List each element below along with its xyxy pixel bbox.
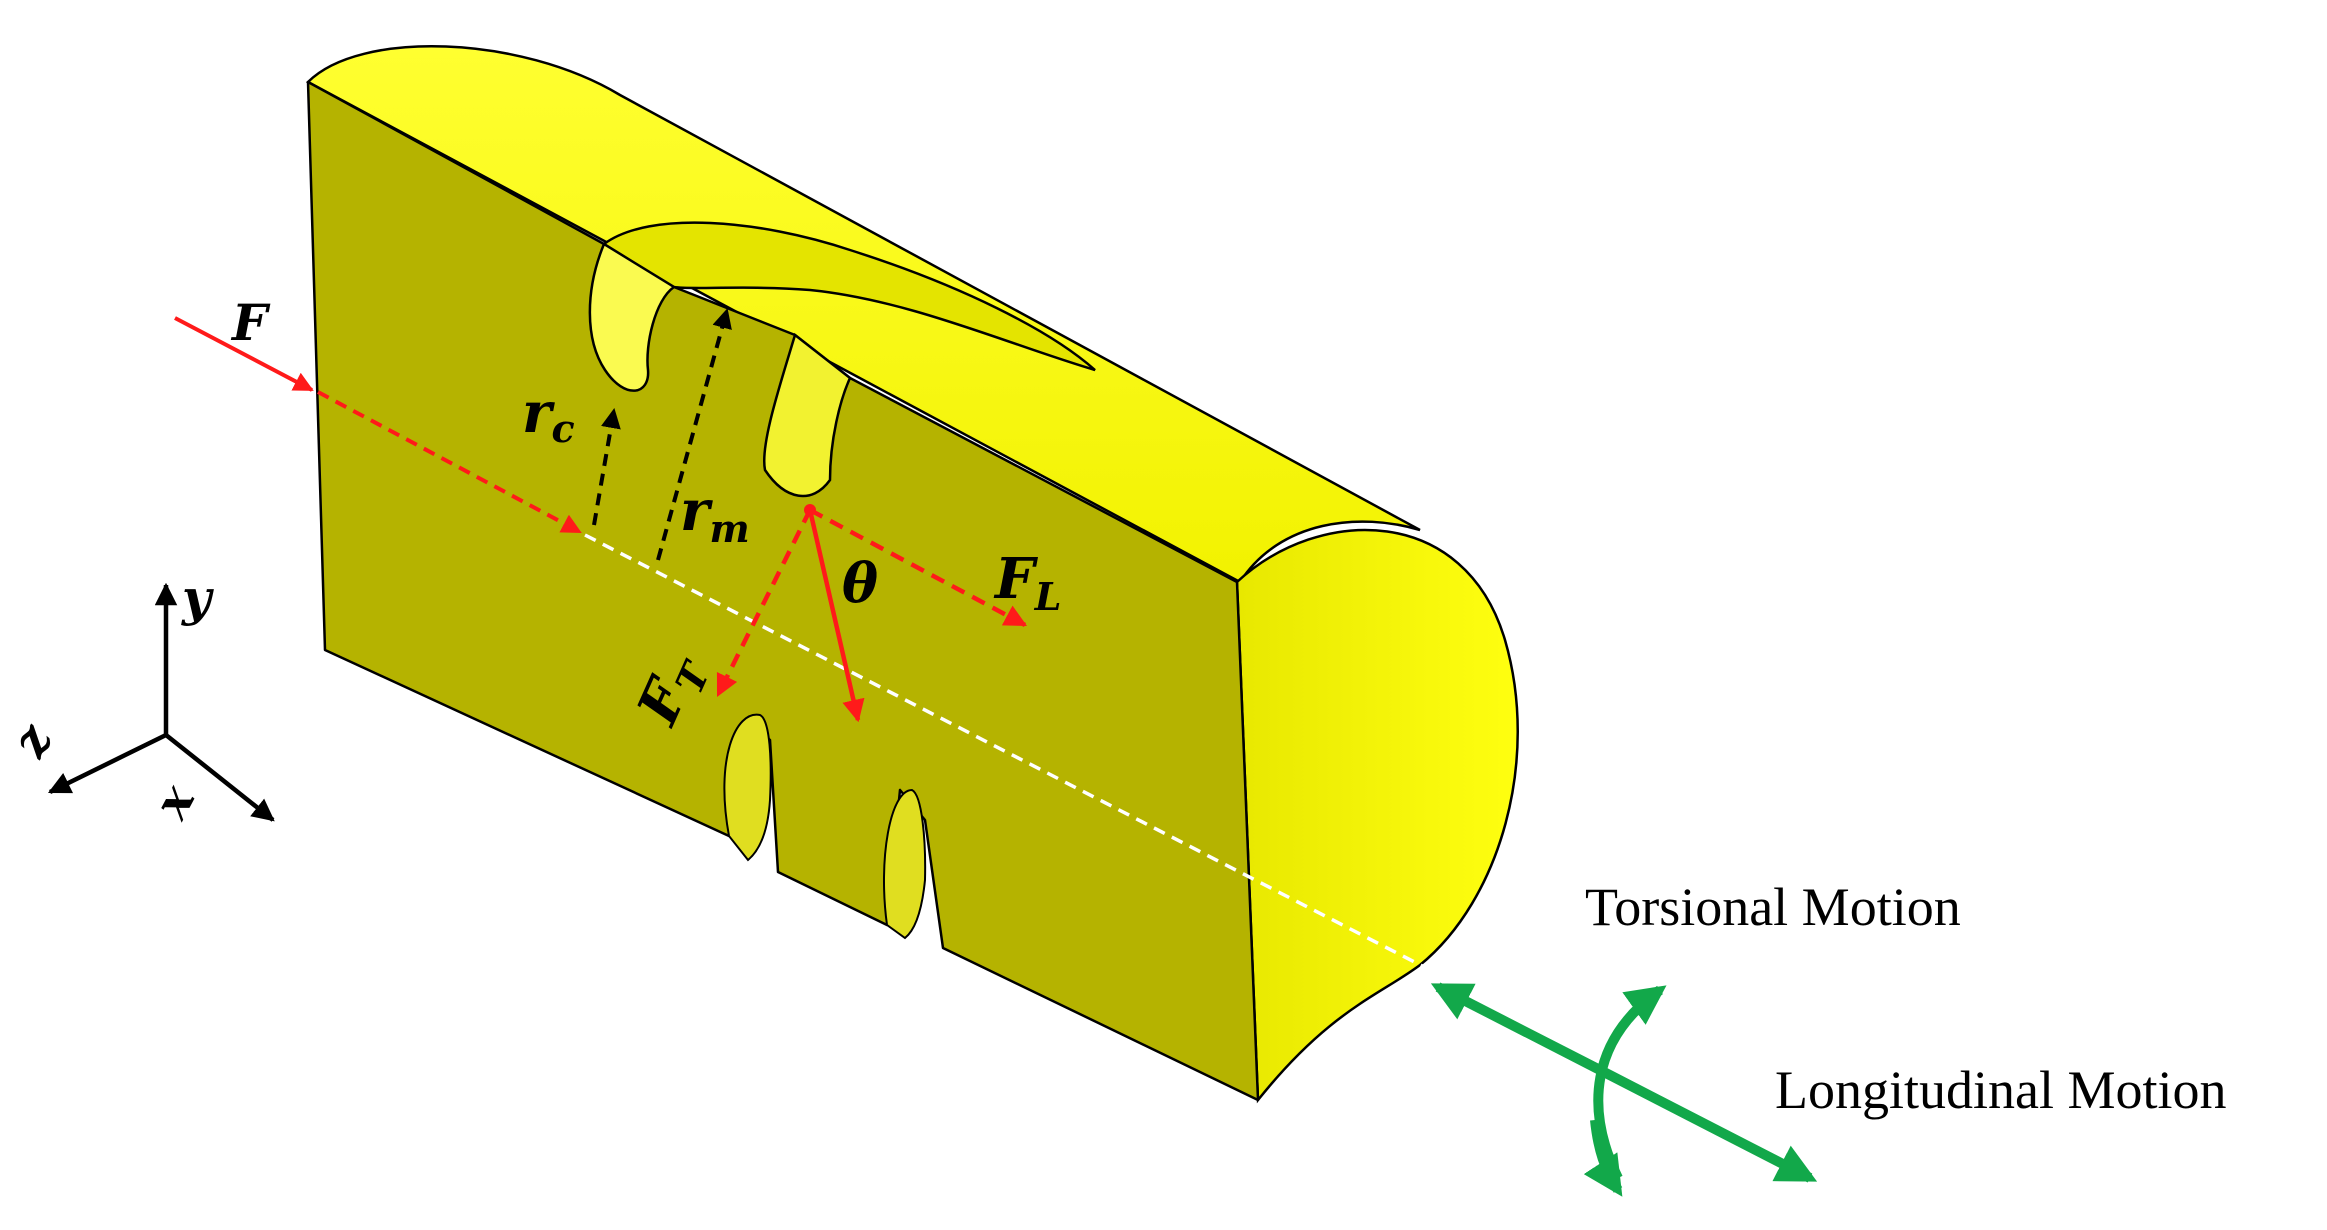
force-F-arrow [807, 509, 865, 723]
label-torsional: Torsional Motion [1585, 877, 1961, 937]
transducer-body [305, 45, 1519, 1104]
label-rc: rc [522, 380, 575, 451]
label-F: F [230, 293, 271, 352]
label-FL: FL [993, 546, 1061, 619]
label-axis-y: y [181, 568, 214, 627]
force-arrows [174, 316, 1027, 723]
r-m-arrow [656, 308, 732, 561]
center-axis-line [584, 533, 1431, 972]
upper-slot [588, 242, 677, 392]
lower-notch-2 [882, 788, 927, 940]
top-groove [601, 221, 1096, 372]
end-face [1235, 528, 1519, 1104]
label-axis-x: x [143, 775, 207, 829]
axis-x-arrow [164, 733, 275, 822]
motion-arrows [1430, 982, 1818, 1197]
label-longitudinal: Longitudinal Motion [1775, 1060, 2227, 1120]
force-origin-dot [804, 504, 816, 516]
top-surface [305, 45, 1421, 584]
lower-notch-1 [723, 713, 772, 862]
force-FT-arrow [715, 508, 813, 698]
longitudinal-arrow-back [1430, 982, 1603, 1075]
label-rm: rm [680, 478, 750, 551]
label-theta: θ [842, 551, 878, 615]
label-axis-z: z [1, 714, 65, 767]
force-arrow-dashed [317, 390, 582, 534]
coordinate-axes [47, 582, 275, 822]
force-FL-arrow [808, 508, 1027, 627]
radius-arrows [592, 308, 732, 561]
labels: F rc rm θ FL FT y z x Torsional Motion L… [1, 293, 2227, 1120]
axis-z-arrow [47, 732, 167, 795]
force-arrow-in [174, 316, 314, 392]
torsional-arc-start [1583, 1119, 1623, 1197]
longitudinal-arrow-fwd [1597, 1065, 1818, 1183]
upper-slot-2 [763, 332, 852, 498]
